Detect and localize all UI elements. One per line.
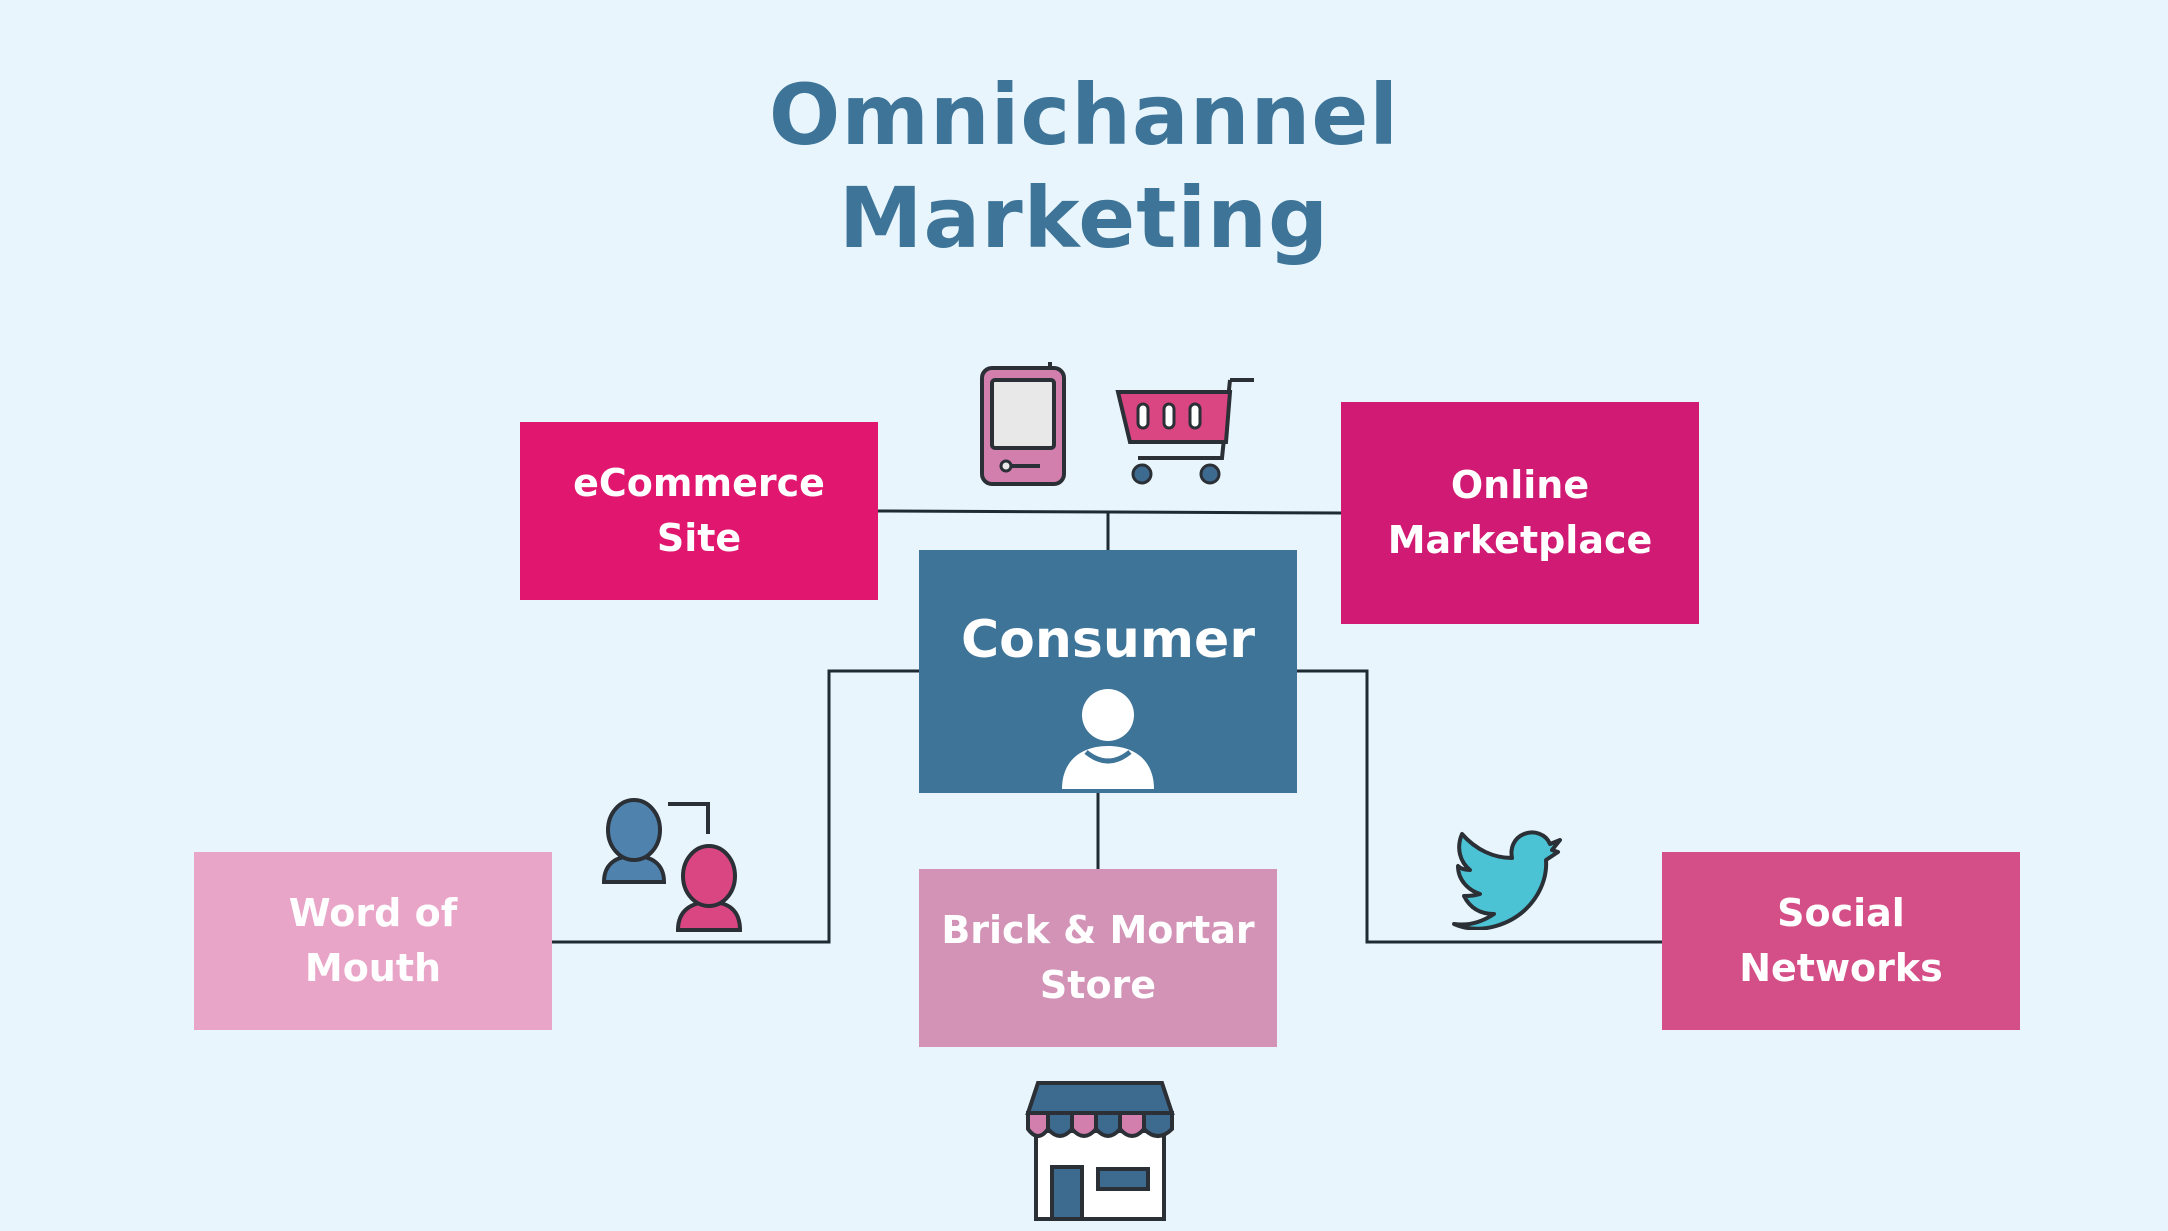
title-line-2: Marketing — [838, 169, 1330, 267]
consumer-node: Consumer — [919, 550, 1297, 793]
storefront-icon — [1025, 1081, 1175, 1221]
brick-and-mortar-node: Brick & Mortar Store — [919, 869, 1277, 1047]
word-of-mouth-label-line-1: Word of — [288, 891, 458, 935]
brick-mortar-label-line-1: Brick & Mortar — [941, 908, 1255, 952]
title-line-1: Omnichannel — [768, 66, 1400, 164]
word-of-mouth-label-line-2: Mouth — [304, 946, 442, 990]
social-networks-node: Social Networks — [1662, 852, 2020, 1030]
marketplace-label-line-1: Online — [1450, 463, 1590, 507]
connector-social — [1297, 669, 1662, 944]
ecommerce-label-line-2: Site — [656, 516, 742, 560]
social-label-line-1: Social — [1777, 891, 1905, 935]
user-icon — [1062, 689, 1154, 789]
word-of-mouth-node: Word of Mouth — [194, 852, 552, 1030]
connector-word-of-mouth — [552, 669, 919, 944]
word-of-mouth-people-icon — [601, 798, 743, 932]
twitter-bird-icon — [1452, 830, 1562, 930]
brick-mortar-label-line-2: Store — [1039, 963, 1157, 1007]
consumer-label: Consumer — [961, 610, 1255, 670]
marketplace-label-line-2: Marketplace — [1387, 518, 1653, 562]
ecommerce-site-node: eCommerce Site — [520, 422, 878, 600]
shopping-cart-icon — [1115, 378, 1254, 485]
ecommerce-label-line-1: eCommerce — [573, 461, 825, 505]
online-marketplace-node: Online Marketplace — [1341, 402, 1699, 624]
social-label-line-2: Networks — [1739, 946, 1943, 990]
mobile-phone-icon — [980, 362, 1066, 486]
